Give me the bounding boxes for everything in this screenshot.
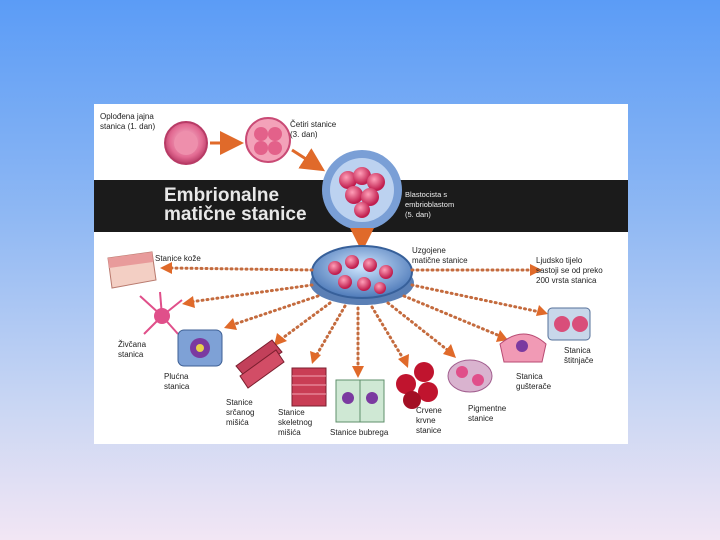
diagram-title-line2: matične stanice	[164, 204, 307, 225]
pancreas-cell-icon	[499, 333, 547, 363]
kidney-cells-icon	[335, 379, 385, 423]
fertilized-egg-cell	[164, 121, 208, 165]
label-skeletal-muscle: Stanice skeletnog mišića	[278, 408, 313, 437]
label-pancreas-cell: Stanica gušterače	[516, 372, 552, 391]
dotted-arrow-heart	[278, 301, 332, 342]
label-thyroid-cell: Stanica štitnjače	[564, 346, 594, 365]
pigment-cells-icon	[447, 359, 493, 393]
dotted-arrow-blood	[370, 305, 406, 362]
dotted-arrow-thyroid	[410, 283, 542, 314]
dotted-arrow-skeletal	[314, 304, 347, 358]
dotted-arrow-nerve	[188, 283, 314, 304]
dotted-arrow-lung	[230, 294, 320, 327]
skin-cells-icon	[107, 251, 157, 289]
label-skin-cells: Stanice kože	[155, 254, 201, 263]
culture-dish-icon	[310, 245, 414, 305]
label-red-blood-cells: Crvene krvne stanice	[416, 406, 442, 435]
arrow-four-to-blastocyst	[291, 148, 326, 172]
label-kidney-cells: Stanice bubrega	[330, 428, 389, 437]
dotted-arrow-skin	[168, 266, 314, 272]
lung-cell-icon	[177, 329, 223, 367]
label-blastocyst-day: (5. dan)	[405, 210, 431, 219]
label-body-tissue: Ljudsko tijelo sastoji se od preko 200 v…	[536, 256, 603, 285]
nerve-cell-icon	[139, 291, 183, 335]
thyroid-cell-icon	[547, 307, 591, 341]
diagram-title-line1: Embrionalne	[164, 185, 280, 206]
red-blood-cells-icon	[396, 362, 438, 409]
skeletal-muscle-icon	[291, 367, 327, 407]
label-heart-muscle: Stanice srčanog mišića	[226, 398, 255, 427]
label-pigment-cells: Pigmentne stanice	[468, 404, 507, 423]
dotted-arrow-pancreas	[402, 294, 502, 338]
label-blastocyst: Blastocista s embrioblastom	[405, 190, 455, 209]
label-cultured-stem-cells: Uzgojene matične stanice	[412, 246, 468, 265]
label-lung-cell: Plućna stanica	[164, 372, 190, 391]
blastocyst-icon	[322, 150, 402, 230]
dotted-arrow-pigment	[386, 301, 452, 354]
four-cell-embryo	[245, 117, 291, 163]
label-four-cells: Četiri stanice (3. dan)	[290, 120, 337, 139]
label-fertilized-egg: Oplođena jajna stanica (1. dan)	[100, 112, 156, 131]
label-nerve-cell: Živčana stanica	[118, 340, 147, 359]
heart-muscle-icon	[235, 339, 285, 389]
